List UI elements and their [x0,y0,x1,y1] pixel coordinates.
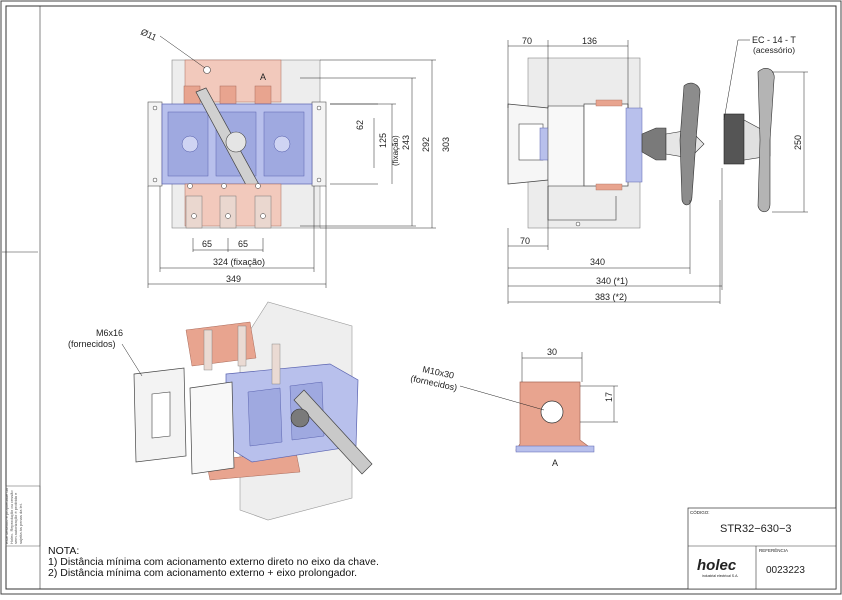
dim-o11-leader [159,35,206,69]
front-view: Ø11 A 65 65 324 (fixação) 349 [139,27,451,288]
dim-total-width: 349 [226,274,241,284]
side-screw [575,221,581,227]
disclaimer-box [5,485,41,547]
front-rail-left [147,101,163,187]
detail-a-view: 30 17 A M10x30 (fornecidos) [410,347,618,468]
title-block: CÓDIGO: STR32−630−3 holec industrial ele… [687,507,837,590]
dim-side-383-2: 383 (*2) [595,292,627,302]
inner-border [5,5,837,590]
side-dimension-lines [507,39,808,304]
callout-bracket-screw: M6x16 [96,328,123,338]
dim-h-243: 243 [401,135,411,150]
notes-title: NOTA: [48,545,80,557]
front-rail-hole-1 [152,105,158,111]
brand-logo: holec [697,557,737,574]
side-handle-accessory [723,113,745,165]
notes-line-2: 2) Distância mínima com acionamento exte… [48,567,358,579]
side-handle-wing-left [679,82,701,206]
dim-side-340-1: 340 (*1) [596,276,628,286]
dim-h-62: 62 [355,120,365,130]
callout-handle-code: EC - 14 - T [752,35,796,45]
front-pole-contact-3 [273,135,291,153]
notes-line-1: 1) Distância mínima com acionamento exte… [48,556,379,568]
referencia-label: REFERÊNCIA [759,546,788,553]
callout-bracket-screw-sub: (fornecidos) [68,339,116,349]
front-terminal-bottom-2 [219,195,237,229]
notes-block: NOTA: 1) Distância mínima com acionament… [48,546,379,579]
dim-side-340: 340 [590,257,605,267]
codigo-label: CÓDIGO: [690,509,710,515]
front-bottom-hole-1 [191,213,197,219]
iso-callout-leader [121,343,143,377]
iso-shaft-box [189,381,235,475]
dim-h-125-sub: (fixação) [391,135,400,166]
dim-detail-17: 17 [604,392,614,402]
front-pole-contact-1 [181,135,199,153]
callout-handle-sub: (acessório) [753,45,795,55]
front-bottom-hole-2 [225,213,231,219]
front-rail-hole-4 [316,177,322,183]
side-blue-block-right [625,107,643,183]
iso-pole-1 [247,387,283,447]
dim-h-125: 125 [378,133,388,148]
front-handle-hub [225,131,247,153]
dim-pitch-1: 65 [202,239,212,249]
detail-hole [540,400,564,424]
detail-base [515,445,595,453]
side-copper-top [595,99,623,107]
side-shaft-collar [641,127,667,161]
side-switch-body [583,103,629,187]
isometric-view: M6x16 (fornecidos) [68,301,373,521]
side-handle-wing-right [757,68,775,213]
front-mid-hole-2 [221,183,227,189]
iso-handle-lever [293,389,373,475]
referencia-value: 0023223 [766,565,805,576]
brand-sub: industrial electrical S.A. [702,574,738,578]
detail-label: A [552,458,558,468]
dim-side-top-70: 70 [522,36,532,46]
front-terminal-top-2 [219,85,237,105]
dim-o11-text: Ø11 [139,27,158,43]
dim-fix-width: 324 (fixação) [213,257,265,267]
dim-detail-30: 30 [547,347,557,357]
disclaimer-text: Este desenho é propriedade da Holec. Rep… [4,488,23,544]
front-terminal-bottom-3 [254,195,272,229]
front-rail-right [311,101,327,187]
front-vertical-dimension-lines [300,59,436,229]
front-bottom-hole-3 [260,213,266,219]
front-terminal-top-3 [254,85,272,105]
iso-terminal-2 [237,325,247,367]
dim-h-303: 303 [441,137,451,152]
codigo-value: STR32−630−3 [720,523,792,535]
title-block-frame [687,507,837,590]
dim-side-bottom-70: 70 [520,236,530,246]
detail-dimension-lines [459,352,618,423]
front-rail-hole-2 [152,177,158,183]
front-mid-hole-3 [255,183,261,189]
dim-side-top-136: 136 [582,36,597,46]
front-terminal-bottom-1 [185,195,203,229]
iso-terminal-1 [203,329,213,371]
iso-bracket-window [151,391,171,439]
front-mid-hole-1 [187,183,193,189]
front-horizontal-dimension-lines [147,186,327,288]
front-hole-o11 [203,66,211,74]
dim-h-292: 292 [421,137,431,152]
iso-terminal-3 [271,343,281,385]
side-shaft-box [547,105,585,187]
dim-handle-250: 250 [793,135,803,150]
side-copper-bottom [595,183,623,191]
side-bracket-window [518,123,544,161]
front-rail-hole-3 [316,105,322,111]
iso-handle-hub [290,408,310,428]
dim-pitch-2: 65 [238,239,248,249]
front-detail-marker: A [260,72,266,82]
side-view: 70 136 70 340 340 (*1) 383 (*2) 250 EC -… [507,35,808,304]
